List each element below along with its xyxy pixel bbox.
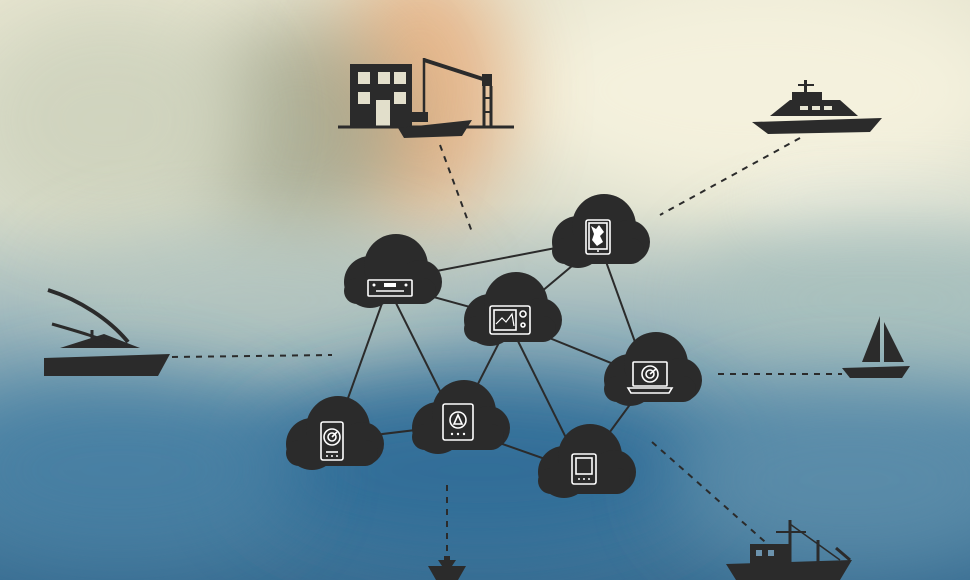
cloud-node-chartplotter	[464, 272, 562, 346]
cloud-node-mfd	[538, 424, 636, 498]
dashed-link-trawler	[651, 441, 773, 549]
dashed-link-yacht	[659, 137, 801, 216]
cloud-node-autopilot	[412, 380, 510, 454]
sport-fisher-boat-icon	[44, 288, 170, 376]
marina-crane-icon	[338, 58, 514, 138]
autopilot-display-icon	[442, 403, 474, 441]
chartplotter-icon	[489, 305, 531, 335]
yacht-icon	[752, 80, 882, 134]
laptop-radar-icon	[626, 361, 674, 394]
cloud-node-handheld	[286, 396, 384, 470]
radio-unit-icon	[367, 279, 413, 297]
dashed-link-marina	[439, 144, 473, 233]
dashed-link-sport-fisher	[171, 354, 333, 358]
cloud-node-tablet	[552, 194, 650, 268]
tablet-map-icon	[585, 219, 611, 255]
fishing-trawler-icon	[726, 520, 852, 580]
buoy-icon	[428, 556, 466, 580]
handheld-radar-icon	[320, 421, 344, 461]
sailboat-icon	[842, 316, 910, 378]
cloud-node-laptop	[604, 332, 702, 406]
cloud-node-radio	[344, 234, 442, 308]
multifunction-display-icon	[571, 453, 597, 485]
